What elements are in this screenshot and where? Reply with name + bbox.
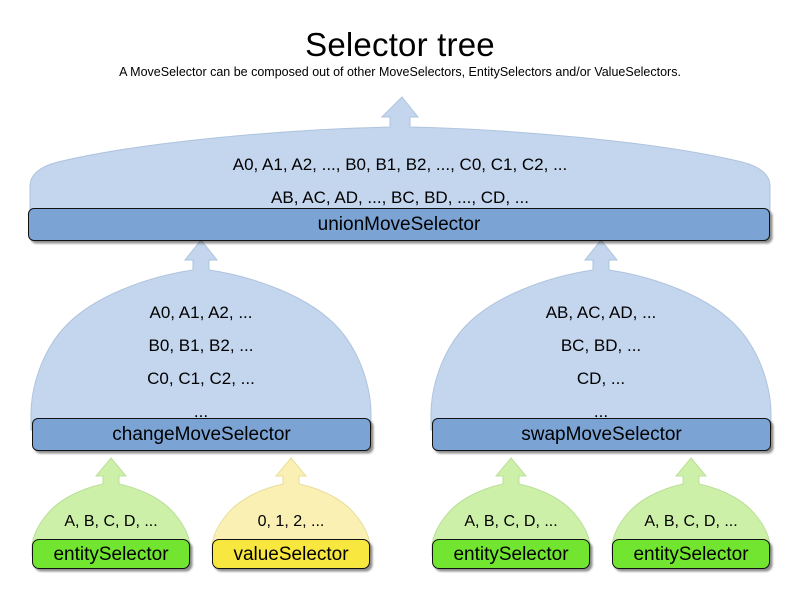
change-to-union-dome-shape	[30, 239, 372, 431]
swap-move-selector-box[interactable]: swapMoveSelector	[432, 418, 771, 451]
entity-selector-box-3[interactable]: entitySelector	[612, 539, 770, 569]
change-move-selector-box[interactable]: changeMoveSelector	[32, 418, 371, 451]
swap-to-union-dome-shape	[430, 239, 772, 431]
value-selector-label-1: valueSelector	[233, 543, 349, 565]
entity-selector-label-2: entitySelector	[453, 543, 569, 565]
union-move-selector-box[interactable]: unionMoveSelector	[28, 208, 770, 241]
union-move-selector-label: unionMoveSelector	[317, 214, 481, 235]
entity-selector-box-1[interactable]: entitySelector	[32, 539, 190, 569]
page-subtitle: A MoveSelector can be composed out of ot…	[119, 65, 681, 79]
page-title: Selector tree	[305, 26, 495, 63]
value-selector-box-1[interactable]: valueSelector	[212, 539, 370, 569]
change-move-selector-label: changeMoveSelector	[112, 424, 291, 445]
entity-selector-label-1: entitySelector	[53, 543, 169, 565]
swap-move-selector-label: swapMoveSelector	[521, 424, 682, 445]
union-dome-shape	[29, 96, 771, 213]
entity-selector-box-2[interactable]: entitySelector	[432, 539, 590, 569]
entity-selector-label-3: entitySelector	[633, 543, 749, 565]
